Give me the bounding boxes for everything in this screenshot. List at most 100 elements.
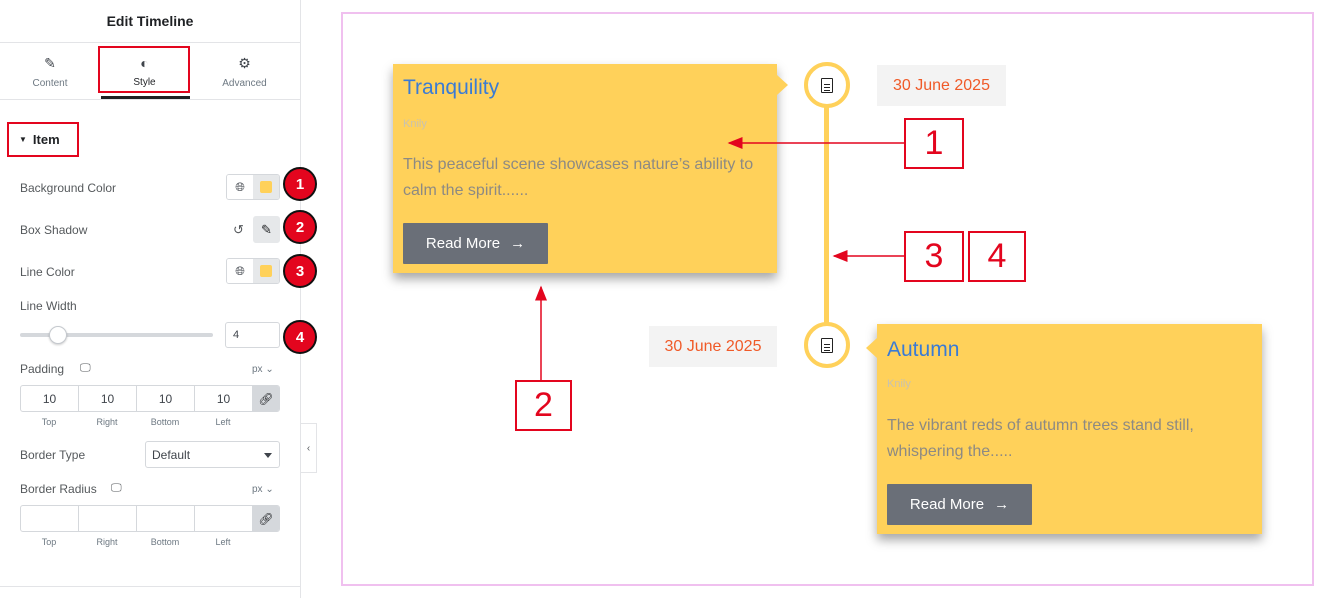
chevron-down-icon: [264, 453, 272, 458]
border-radius-inputs: 🔗︎: [20, 505, 280, 532]
border-type-label: Border Type: [20, 448, 86, 462]
annotation-label-1: 1: [904, 118, 964, 169]
active-tab-indicator: [101, 96, 190, 99]
link-icon[interactable]: 🔗︎: [253, 386, 279, 411]
side-label: Top: [41, 417, 57, 427]
section-item-toggle[interactable]: ▼ Item: [7, 122, 79, 157]
line-color-control[interactable]: 🌐︎: [226, 258, 280, 284]
line-width-label: Line Width: [20, 299, 77, 313]
card-excerpt: This peaceful scene showcases nature’s a…: [403, 156, 754, 199]
box-shadow-label: Box Shadow: [20, 223, 88, 237]
border-type-select[interactable]: Default: [145, 441, 280, 468]
globe-icon[interactable]: 🌐︎: [227, 175, 253, 199]
padding-inputs: 10 10 10 10 🔗︎: [20, 385, 280, 412]
line-color-picker[interactable]: [253, 259, 279, 283]
card-author: Knily: [887, 378, 911, 390]
side-label: Left: [215, 417, 231, 427]
tab-advanced-label: Advanced: [222, 77, 267, 89]
chevron-left-icon: ‹: [306, 442, 311, 454]
color-swatch: [260, 181, 272, 193]
padding-side-labels: Top Right Bottom Left: [20, 417, 280, 427]
timeline-date: 30 June 2025: [877, 65, 1006, 106]
side-label: Bottom: [150, 417, 180, 427]
border-radius-label: Border Radius: [20, 482, 97, 496]
timeline-line: [824, 105, 829, 327]
box-shadow-edit-button[interactable]: ✎: [253, 216, 280, 243]
section-highlight: [7, 122, 79, 157]
contrast-icon: ◐: [140, 55, 149, 71]
arrow-right-icon: →: [510, 235, 526, 252]
line-width-input[interactable]: 4: [225, 322, 280, 348]
line-width-slider-handle[interactable]: [49, 326, 67, 344]
collapse-panel-button[interactable]: ‹: [301, 423, 317, 473]
card-excerpt: The vibrant reds of autumn trees stand s…: [887, 417, 1194, 460]
line-width-slider[interactable]: [20, 333, 213, 337]
radius-side-labels: Top Right Bottom Left: [20, 537, 280, 547]
arrow-right-icon: →: [994, 496, 1010, 513]
tab-content[interactable]: ✎ Content: [1, 43, 99, 100]
radius-bottom-input[interactable]: [137, 506, 195, 531]
card-title[interactable]: Autumn: [887, 338, 960, 361]
annotation-label-2: 2: [515, 380, 572, 431]
border-radius-unit-select[interactable]: px ⌄: [252, 484, 274, 495]
tab-style-label: Style: [133, 77, 156, 88]
tab-advanced[interactable]: ⚙ Advanced: [196, 43, 293, 100]
side-label: Left: [215, 537, 231, 547]
document-icon: [821, 77, 833, 93]
color-swatch: [260, 265, 272, 277]
padding-unit-select[interactable]: px ⌄: [252, 364, 274, 375]
padding-right-input[interactable]: 10: [79, 386, 137, 411]
timeline-node: [804, 322, 850, 368]
side-label: Top: [41, 537, 57, 547]
line-color-label: Line Color: [20, 265, 75, 279]
side-label: Right: [96, 417, 118, 427]
timeline-card: Tranquility Knily This peaceful scene sh…: [393, 64, 788, 273]
read-more-label: Read More: [425, 235, 501, 252]
globe-icon[interactable]: 🌐︎: [227, 259, 253, 283]
timeline-card: Autumn Knily The vibrant reds of autumn …: [866, 324, 1262, 534]
badge-1: 1: [283, 167, 317, 201]
read-more-button[interactable]: Read More →: [887, 484, 1032, 525]
tab-style[interactable]: ◐ Style: [99, 43, 190, 100]
padding-unit: px: [252, 364, 263, 375]
preview-frame: [341, 12, 1314, 586]
read-more-button[interactable]: Read More →: [403, 223, 548, 264]
padding-bottom-input[interactable]: 10: [137, 386, 195, 411]
background-color-control[interactable]: 🌐︎: [226, 174, 280, 200]
radius-top-input[interactable]: [21, 506, 79, 531]
card-author: Knily: [403, 118, 427, 130]
badge-3: 3: [283, 254, 317, 288]
section-item-label: Item: [32, 132, 60, 147]
background-color-picker[interactable]: [253, 175, 279, 199]
border-radius-unit: px: [252, 484, 263, 495]
gear-icon: ⚙: [238, 54, 251, 71]
monitor-icon[interactable]: 🖵︎: [111, 482, 122, 494]
document-icon: [821, 337, 833, 353]
background-color-label: Background Color: [20, 181, 117, 195]
style-tab-highlight: [98, 46, 190, 93]
monitor-icon[interactable]: 🖵︎: [80, 362, 91, 374]
side-label: Bottom: [150, 537, 180, 547]
pencil-icon: ✎: [44, 54, 56, 71]
reset-icon[interactable]: ↺: [233, 222, 244, 237]
padding-top-input[interactable]: 10: [21, 386, 79, 411]
panel-title: Edit Timeline: [0, 0, 300, 43]
card-title[interactable]: Tranquility: [403, 76, 500, 99]
side-label: Right: [96, 537, 118, 547]
link-icon[interactable]: 🔗︎: [253, 506, 279, 531]
divider: [0, 586, 300, 587]
timeline-node: [804, 62, 850, 108]
badge-2: 2: [283, 210, 317, 244]
badge-4: 4: [283, 320, 317, 354]
pencil-icon: ✎: [261, 221, 272, 237]
annotation-label-4: 4: [968, 231, 1026, 282]
radius-right-input[interactable]: [79, 506, 137, 531]
padding-left-input[interactable]: 10: [195, 386, 253, 411]
timeline-date: 30 June 2025: [649, 326, 777, 367]
read-more-label: Read More: [909, 496, 985, 513]
padding-label: Padding: [20, 362, 65, 376]
radius-left-input[interactable]: [195, 506, 253, 531]
editor-panel: Edit Timeline ✎ Content ◐ Style ⚙ Advanc…: [0, 0, 317, 598]
caret-down-icon: ▼: [19, 135, 27, 144]
